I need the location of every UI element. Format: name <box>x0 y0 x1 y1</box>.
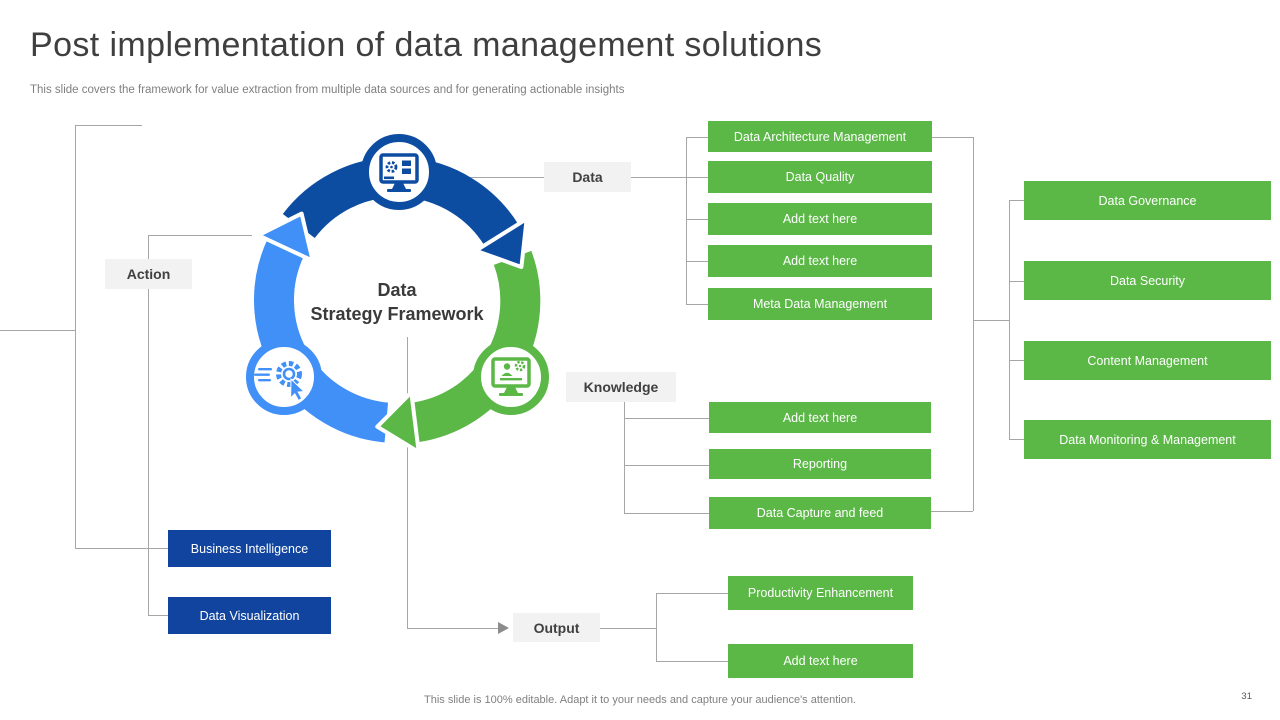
connector-line <box>148 235 252 236</box>
data-item-box: Add text here <box>708 245 932 277</box>
connector-line <box>1009 200 1010 439</box>
connector-line <box>624 465 709 466</box>
gear-cursor-icon <box>254 361 306 402</box>
governance-item-box: Data Security <box>1024 261 1271 300</box>
cycle-arrow-icon <box>473 216 529 269</box>
governance-item-box: Content Management <box>1024 341 1271 380</box>
connector-line <box>656 593 657 661</box>
page-subtitle: This slide covers the framework for valu… <box>30 84 625 96</box>
page-title: Post implementation of data management s… <box>30 26 823 64</box>
stage-label-knowledge: Knowledge <box>566 372 676 402</box>
cycle-center-line2: Strategy Framework <box>310 304 484 324</box>
cycle-arrow-icon <box>375 390 421 454</box>
connector-line <box>624 513 709 514</box>
connector-line <box>686 137 687 304</box>
footer-note: This slide is 100% editable. Adapt it to… <box>424 694 856 706</box>
connector-line <box>932 137 973 138</box>
governance-item-box: Data Monitoring & Management <box>1024 420 1271 459</box>
right-icon-circle <box>473 339 549 415</box>
connector-line <box>686 304 708 305</box>
knowledge-item-box: Add text here <box>709 402 931 433</box>
cycle-center-title: Data Strategy Framework <box>297 278 497 326</box>
cycle-center-line1: Data <box>377 280 417 300</box>
top-icon-circle <box>361 134 437 210</box>
left-icon-circle <box>246 339 322 415</box>
connector-line <box>407 337 408 628</box>
connector-line <box>973 320 1009 321</box>
dashboard-monitor-icon <box>379 153 419 192</box>
connector-line <box>686 261 708 262</box>
page-number: 31 <box>1241 691 1252 702</box>
knowledge-item-box: Data Capture and feed <box>709 497 931 529</box>
data-item-box: Meta Data Management <box>708 288 932 320</box>
connector-line <box>624 418 709 419</box>
stage-label-data: Data <box>544 162 631 192</box>
cycle-arrow-icon <box>256 211 315 263</box>
cycle-arc-data <box>282 157 519 246</box>
connector-line <box>600 628 656 629</box>
connector-line <box>686 137 708 138</box>
connector-line <box>931 511 973 512</box>
cycle-arc-action <box>253 239 389 443</box>
arrowhead-icon <box>498 622 509 634</box>
connector-line <box>1009 360 1024 361</box>
connector-line <box>656 661 728 662</box>
data-item-box: Data Quality <box>708 161 932 193</box>
connector-line <box>631 177 708 178</box>
connector-line <box>407 628 499 629</box>
connector-line <box>0 330 75 331</box>
output-item-box: Add text here <box>728 644 913 678</box>
connector-line <box>1009 439 1024 440</box>
connector-line <box>75 548 168 549</box>
governance-item-box: Data Governance <box>1024 181 1271 220</box>
connector-line <box>973 137 974 511</box>
connector-line <box>148 235 149 615</box>
output-item-box: Productivity Enhancement <box>728 576 913 610</box>
stage-label-output: Output <box>513 613 600 642</box>
connector-line <box>75 125 76 548</box>
connector-line <box>686 219 708 220</box>
connector-line <box>1009 200 1024 201</box>
action-item-box: Data Visualization <box>168 597 331 634</box>
connector-line <box>75 125 142 126</box>
knowledge-item-box: Reporting <box>709 449 931 479</box>
data-item-box: Data Architecture Management <box>708 121 932 152</box>
action-item-box: Business Intelligence <box>168 530 331 567</box>
data-item-box: Add text here <box>708 203 932 235</box>
connector-line <box>148 615 168 616</box>
connector-line <box>437 177 544 178</box>
stage-label-action: Action <box>105 259 192 289</box>
analytics-monitor-icon <box>491 357 531 396</box>
connector-line <box>624 402 625 513</box>
connector-line <box>656 593 728 594</box>
connector-line <box>1009 281 1024 282</box>
